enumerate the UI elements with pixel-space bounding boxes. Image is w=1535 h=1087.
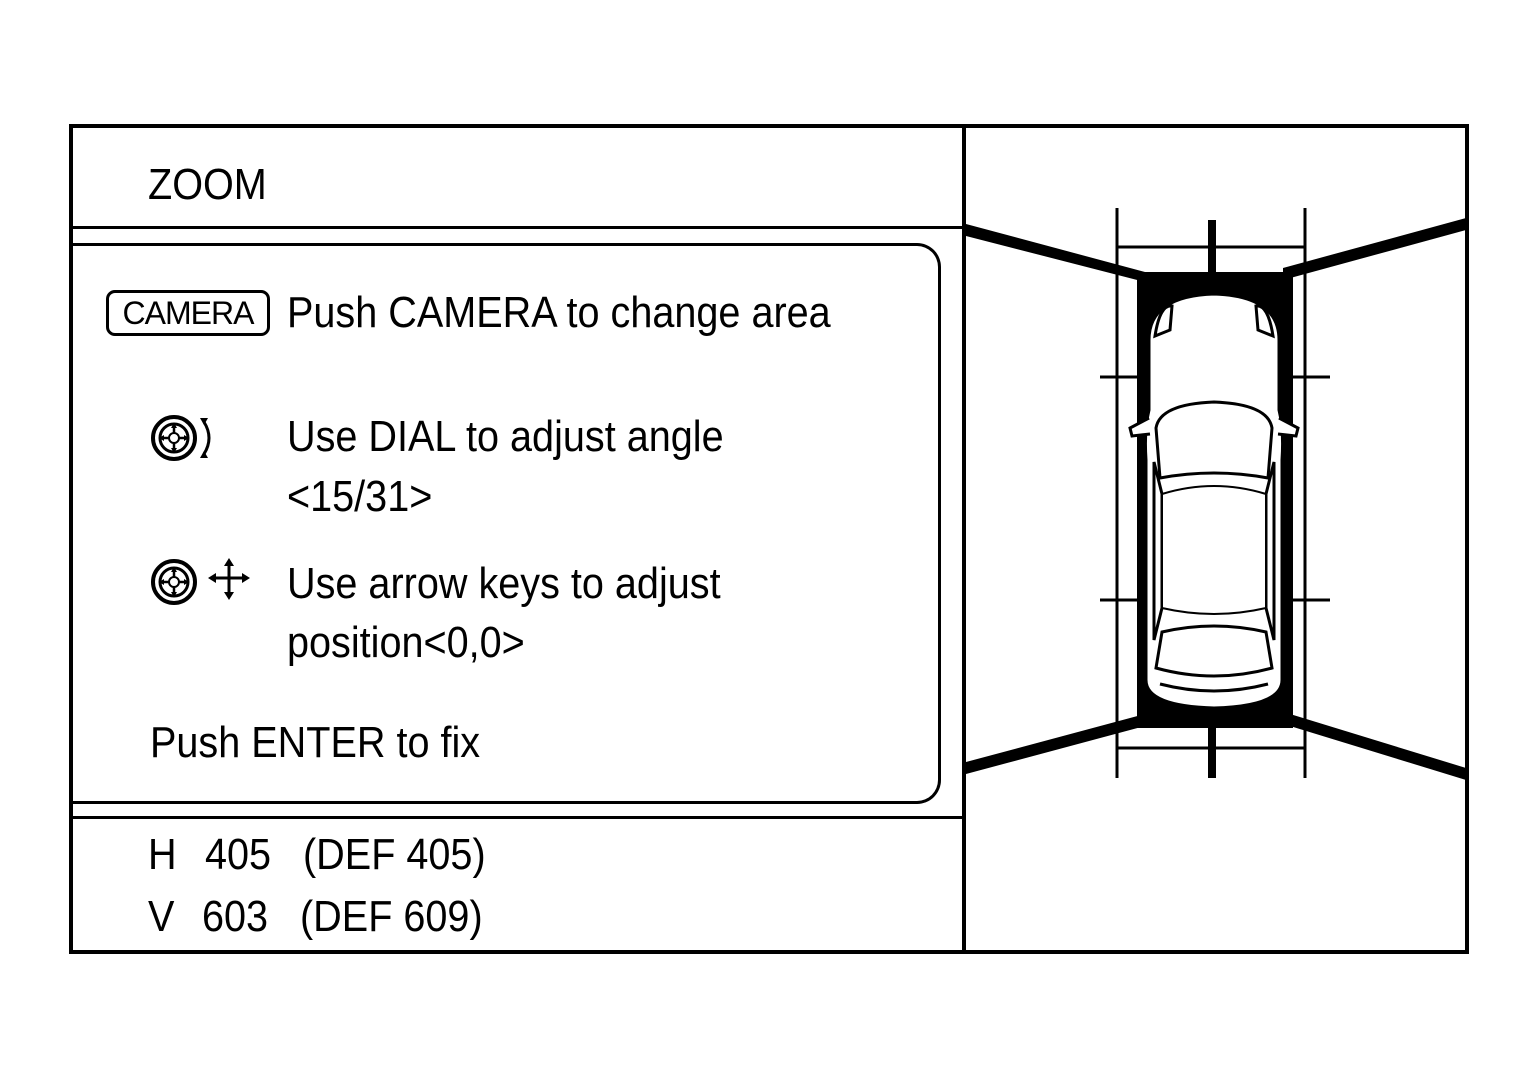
arrow-instruction-line2: position<0,0> — [287, 618, 525, 667]
h-default: (DEF 405) — [303, 830, 486, 879]
h-value: 405 — [205, 830, 272, 879]
v-label: V — [148, 892, 175, 941]
view-boundary-lines — [966, 218, 1466, 780]
enter-instruction: Push ENTER to fix — [150, 718, 481, 767]
title-rule — [71, 226, 964, 229]
panel-divider — [962, 124, 966, 954]
readout-rule — [71, 816, 964, 819]
dial-angle-value: <15/31> — [287, 472, 433, 521]
v-default: (DEF 609) — [300, 892, 483, 941]
camera-instruction: Push CAMERA to change area — [287, 288, 831, 337]
camera-view-panel — [966, 208, 1466, 780]
page-title: ZOOM — [148, 160, 267, 209]
h-label: H — [148, 830, 177, 879]
dial-instruction: Use DIAL to adjust angle — [287, 412, 724, 461]
screen-frame — [69, 124, 1469, 954]
dial-arrows-icon — [151, 558, 250, 605]
dial-rotate-icon — [151, 415, 211, 461]
instructions-panel — [71, 243, 941, 804]
arrow-instruction-line1: Use arrow keys to adjust — [287, 559, 721, 608]
vehicle-top-view-icon — [1128, 272, 1300, 728]
camera-button[interactable]: CAMERA — [106, 290, 270, 336]
v-value: 603 — [202, 892, 269, 941]
